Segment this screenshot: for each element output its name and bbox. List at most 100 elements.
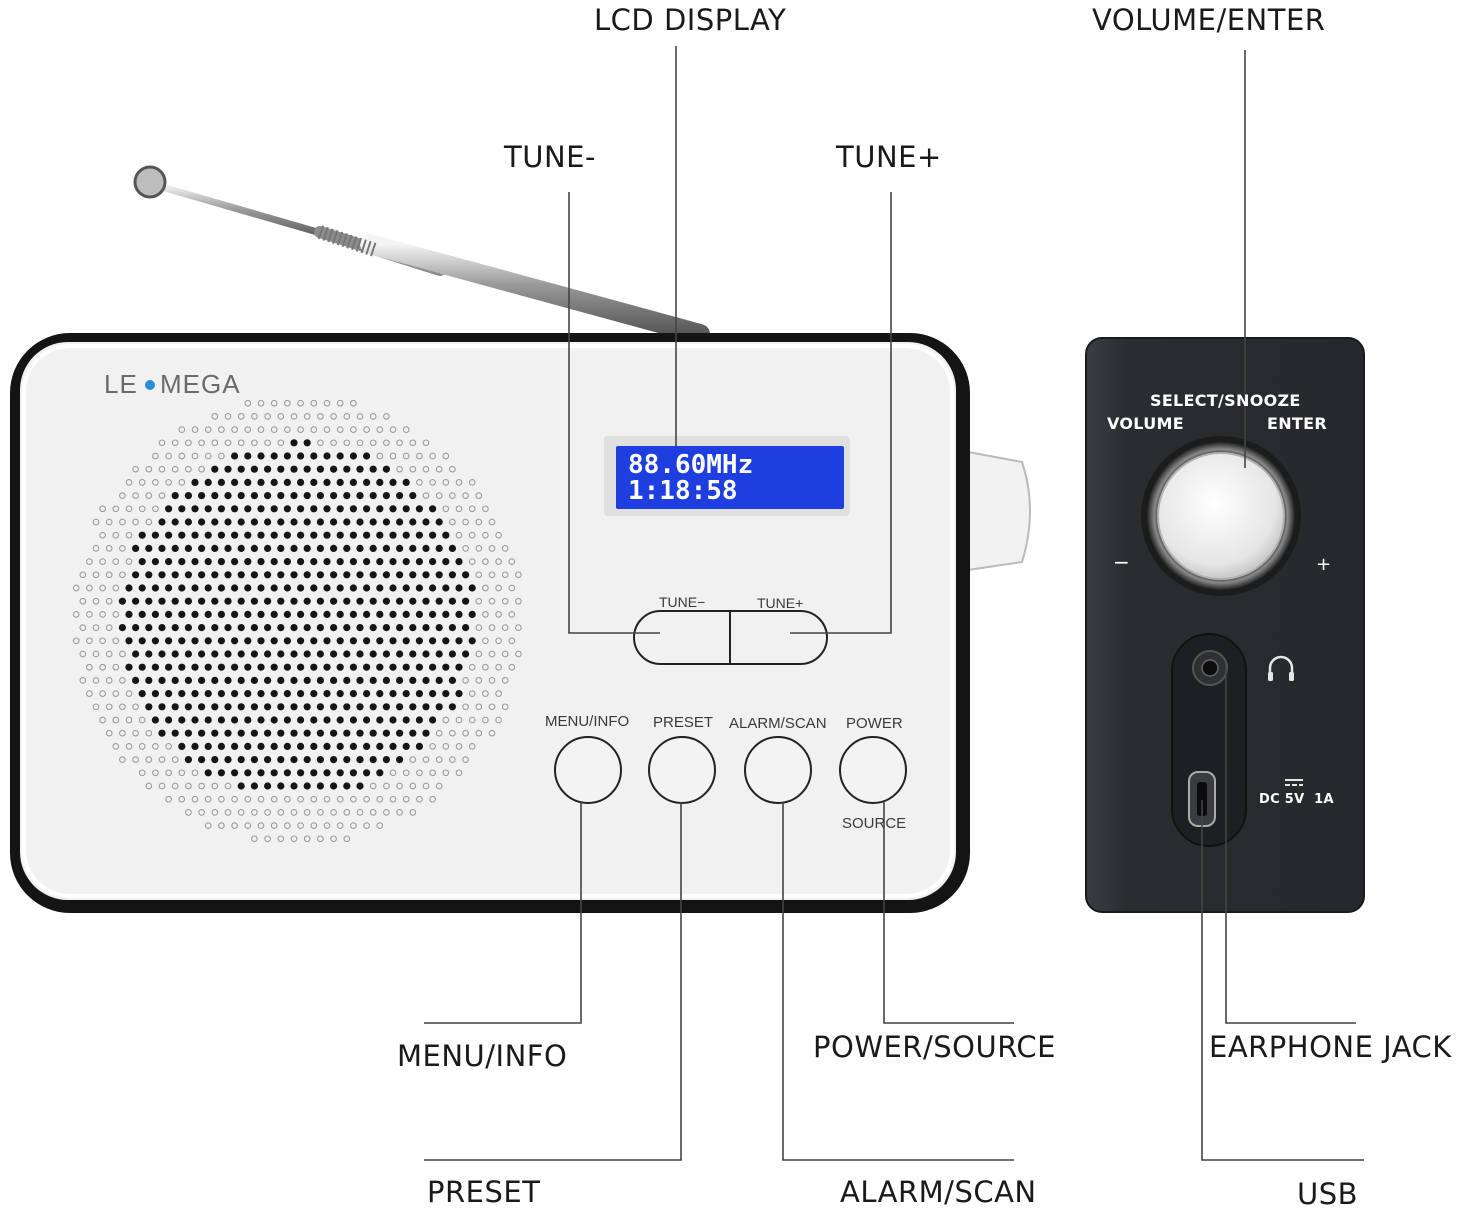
grille-hole (396, 676, 404, 685)
grille-hole (138, 505, 146, 513)
grille-hole (118, 624, 126, 632)
grille-hole (316, 571, 324, 579)
grille-hole (244, 505, 252, 513)
grille-hole (290, 624, 298, 632)
grille-hole (264, 756, 272, 764)
grille-hole (217, 690, 225, 698)
grille-hole (237, 439, 245, 447)
grille-hole (270, 795, 278, 803)
callout-volume-enter: VOLUME/ENTER (1092, 3, 1326, 37)
grille-hole (415, 690, 423, 698)
grille-hole (382, 571, 390, 579)
grille-hole (323, 769, 331, 777)
grille-hole (191, 795, 199, 803)
grille-hole (468, 558, 476, 565)
grille-hole (204, 505, 212, 513)
grille-hole (455, 610, 463, 619)
grille-hole (422, 676, 430, 685)
grille-hole (442, 558, 450, 566)
grille-hole (204, 426, 212, 433)
grille-hole (409, 597, 417, 605)
grille-hole (284, 426, 291, 433)
grille-hole (290, 571, 298, 579)
grille-hole (237, 597, 245, 605)
grille-hole (336, 716, 344, 724)
grille-hole (112, 743, 120, 750)
grille-hole (501, 703, 509, 711)
grille-hole (151, 531, 159, 539)
grille-hole (310, 769, 318, 777)
grille-hole (376, 690, 384, 698)
grille-hole (376, 558, 384, 566)
grille-hole (356, 809, 364, 816)
grille-hole (429, 690, 437, 698)
grille-hole (283, 690, 291, 698)
grille-hole (389, 531, 397, 539)
grille-hole (224, 597, 232, 605)
grille-hole (132, 571, 140, 579)
grille-hole (217, 769, 225, 777)
grille-hole (303, 624, 311, 632)
grille-hole (416, 452, 423, 460)
grille-hole (185, 809, 192, 816)
grille-hole (237, 571, 245, 579)
grille-hole (231, 822, 238, 829)
grille-hole (184, 756, 192, 764)
grille-hole (92, 650, 100, 658)
grille-hole (211, 650, 219, 658)
grille-hole (376, 531, 384, 539)
grille-hole (462, 756, 469, 763)
grille-hole (231, 505, 239, 513)
grille-hole (369, 703, 377, 711)
grille-hole (244, 637, 252, 645)
grille-hole (462, 703, 469, 711)
preset-label: PRESET (653, 714, 714, 731)
grille-hole (449, 465, 456, 473)
power-label: POWER (846, 715, 903, 732)
grille-hole (501, 571, 509, 579)
grille-hole (396, 439, 403, 447)
grille-hole (290, 465, 298, 473)
grille-hole (297, 716, 305, 724)
grille-hole (211, 571, 219, 579)
grille-hole (323, 690, 331, 698)
grille-hole (349, 584, 357, 592)
grille-hole (402, 531, 410, 539)
grille-hole (171, 650, 179, 658)
grille-hole (231, 452, 239, 460)
grille-hole (396, 650, 404, 658)
grille-hole (455, 769, 463, 777)
grille-hole (165, 769, 172, 777)
speaker-grille (72, 399, 522, 843)
grille-hole (231, 610, 239, 619)
grille-hole (231, 742, 239, 751)
grille-hole (270, 822, 278, 829)
grille-hole (125, 505, 133, 513)
grille-hole (119, 518, 126, 526)
grille-hole (284, 399, 291, 407)
grille-hole (488, 729, 496, 737)
grille-hole (435, 518, 443, 526)
grille-hole (376, 769, 384, 777)
grille-hole (297, 795, 304, 803)
grille-hole (198, 465, 205, 473)
grille-hole (316, 624, 324, 632)
grille-hole (191, 637, 199, 645)
grille-hole (171, 571, 179, 579)
grille-hole (376, 452, 384, 460)
grille-hole (382, 650, 390, 658)
grille-hole (217, 637, 225, 645)
grille-hole (270, 742, 278, 751)
grille-hole (217, 505, 225, 513)
grille-hole (105, 677, 113, 684)
callout-preset: PRESET (427, 1175, 541, 1209)
grille-hole (270, 558, 278, 566)
grille-hole (125, 479, 133, 486)
grille-hole (112, 716, 120, 724)
grille-hole (297, 610, 305, 619)
grille-hole (369, 492, 377, 500)
grille-hole (105, 571, 113, 579)
grille-hole (277, 518, 285, 526)
grille-hole (118, 597, 126, 605)
grille-hole (343, 518, 351, 526)
